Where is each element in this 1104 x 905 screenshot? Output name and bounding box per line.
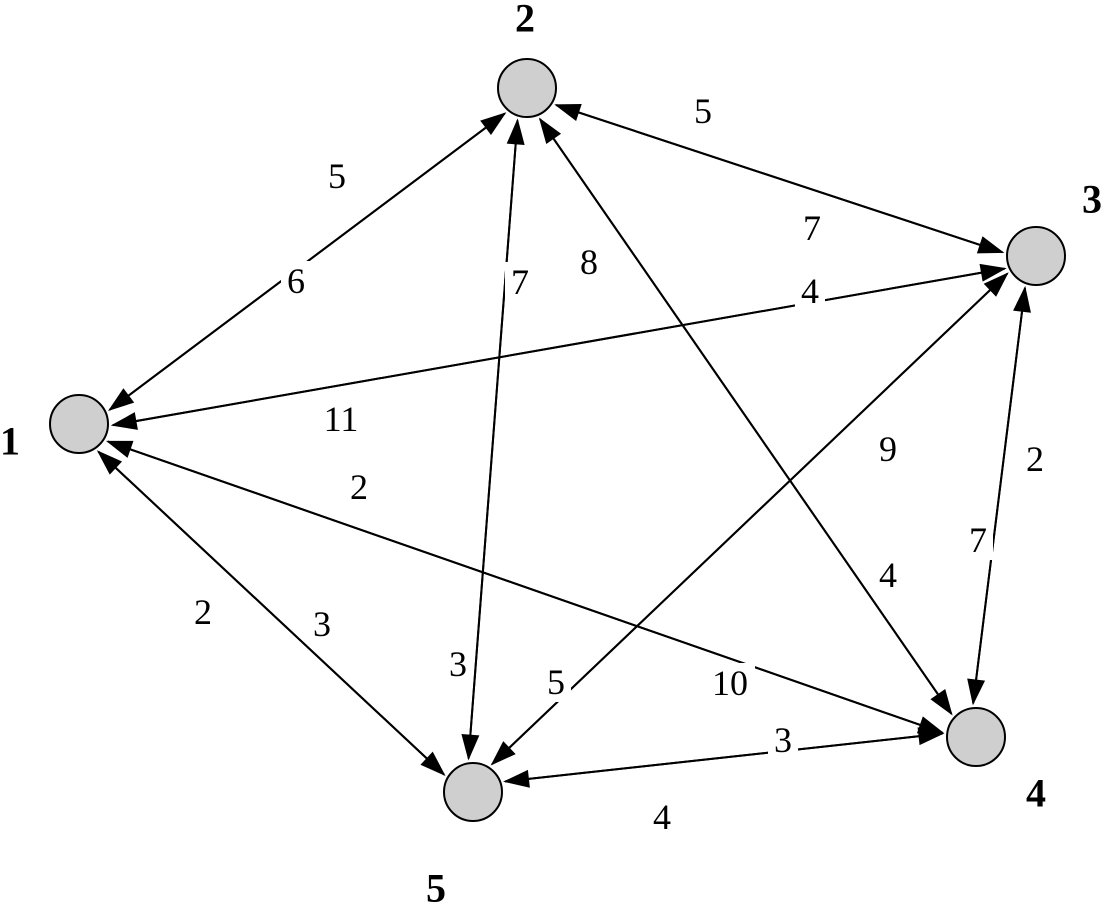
edge-4-to-3: [972, 285, 1031, 704]
weight-background: [574, 242, 604, 282]
node-label: 4: [1026, 771, 1046, 816]
node-circle: [1006, 226, 1066, 286]
edge-line: [555, 104, 980, 246]
edge-weight-3-1: 11: [324, 399, 359, 439]
node-circle: [443, 762, 503, 822]
edge-weight-4-5: 4: [653, 797, 671, 837]
edge-2-to-1: [108, 112, 506, 411]
node-1: 1: [0, 394, 109, 464]
weight-background: [768, 720, 798, 760]
edge-weight-1-5: 3: [313, 604, 331, 644]
arrow-head: [105, 440, 134, 458]
edge-weight-5-1: 2: [194, 592, 212, 632]
edge-2-to-4: [539, 118, 953, 716]
arrow-head: [917, 727, 945, 746]
node-circle: [497, 58, 557, 118]
node-5: 5: [426, 762, 503, 905]
weight-background: [307, 604, 337, 644]
arrow-head: [503, 769, 530, 788]
edge-weight-2-4: 4: [879, 555, 897, 595]
edge-line: [467, 144, 517, 759]
node-label: 3: [1082, 177, 1102, 222]
weight-background: [541, 662, 571, 702]
weight-background: [795, 271, 825, 311]
weight-background: [705, 663, 755, 703]
arrow-head: [930, 688, 953, 716]
node-label: 1: [0, 419, 20, 464]
weight-background: [797, 208, 827, 248]
weight-background: [873, 555, 903, 595]
node-label: 5: [426, 866, 446, 905]
edge-4-to-1: [105, 440, 943, 734]
edge-weight-2-1: 6: [287, 261, 305, 301]
edge-line: [128, 112, 506, 397]
arrow-head: [506, 118, 525, 145]
edge-line: [539, 118, 939, 695]
edge-line: [528, 732, 943, 780]
arrow-head: [554, 103, 582, 122]
weight-background: [647, 797, 677, 837]
weight-background: [873, 429, 903, 469]
edge-line: [972, 311, 1023, 704]
edge-4-to-5: [503, 732, 943, 788]
edge-weight-4-3: 2: [1026, 439, 1044, 479]
edge-weight-3-4: 7: [969, 520, 987, 560]
weight-background: [688, 91, 718, 131]
edge-line: [130, 448, 943, 734]
arrow-head: [967, 678, 986, 706]
edge-weight-2-5: 3: [449, 644, 467, 684]
edges-layer: [96, 103, 1031, 788]
arrow-head: [1013, 285, 1031, 313]
edge-weight-1-2: 5: [328, 156, 346, 196]
arrow-head: [420, 751, 446, 776]
node-4: 4: [946, 707, 1046, 816]
edge-weight-1-3: 4: [801, 271, 819, 311]
node-label: 2: [515, 0, 535, 41]
node-circle: [946, 707, 1006, 767]
edge-weight-5-4: 3: [774, 720, 792, 760]
edge-weight-2-3: 7: [803, 208, 821, 248]
arrow-head: [108, 388, 135, 411]
arrow-head: [110, 412, 138, 430]
weight-background: [316, 399, 366, 439]
edge-weight-3-5: 9: [879, 429, 897, 469]
edge-weight-1-4: 2: [350, 467, 368, 507]
node-3: 3: [1006, 177, 1102, 286]
edge-weight-3-2: 5: [694, 91, 712, 131]
edge-weights-layer: 5 6 5 7 4 11 2 3 3 7 8 4 2 10 5 9 7 2 3 4: [188, 91, 1050, 837]
edge-line: [136, 267, 1005, 423]
edge-line: [97, 450, 428, 759]
weight-background: [1020, 439, 1050, 479]
edge-5-to-2: [467, 118, 525, 759]
edge-weight-4-1: 10: [712, 663, 748, 703]
weight-background: [505, 262, 535, 302]
weight-background: [344, 467, 374, 507]
arrow-head: [490, 741, 516, 766]
node-circle: [49, 394, 109, 454]
edge-weight-5-2: 7: [511, 262, 529, 302]
arrow-head: [979, 263, 1007, 282]
weight-background: [963, 520, 993, 560]
edge-3-to-5: [490, 272, 1008, 766]
edge-3-to-1: [110, 267, 1005, 430]
edge-weight-4-2: 8: [580, 242, 598, 282]
arrow-head: [976, 236, 1005, 254]
edge-1-to-5: [97, 450, 446, 776]
weight-background: [322, 156, 352, 196]
edge-weight-5-3: 5: [547, 662, 565, 702]
weight-background: [443, 644, 473, 684]
weight-background: [281, 261, 311, 301]
edge-line: [508, 272, 1008, 749]
node-2: 2: [497, 0, 557, 118]
edge-2-to-3: [555, 104, 1005, 254]
weight-background: [188, 592, 218, 632]
